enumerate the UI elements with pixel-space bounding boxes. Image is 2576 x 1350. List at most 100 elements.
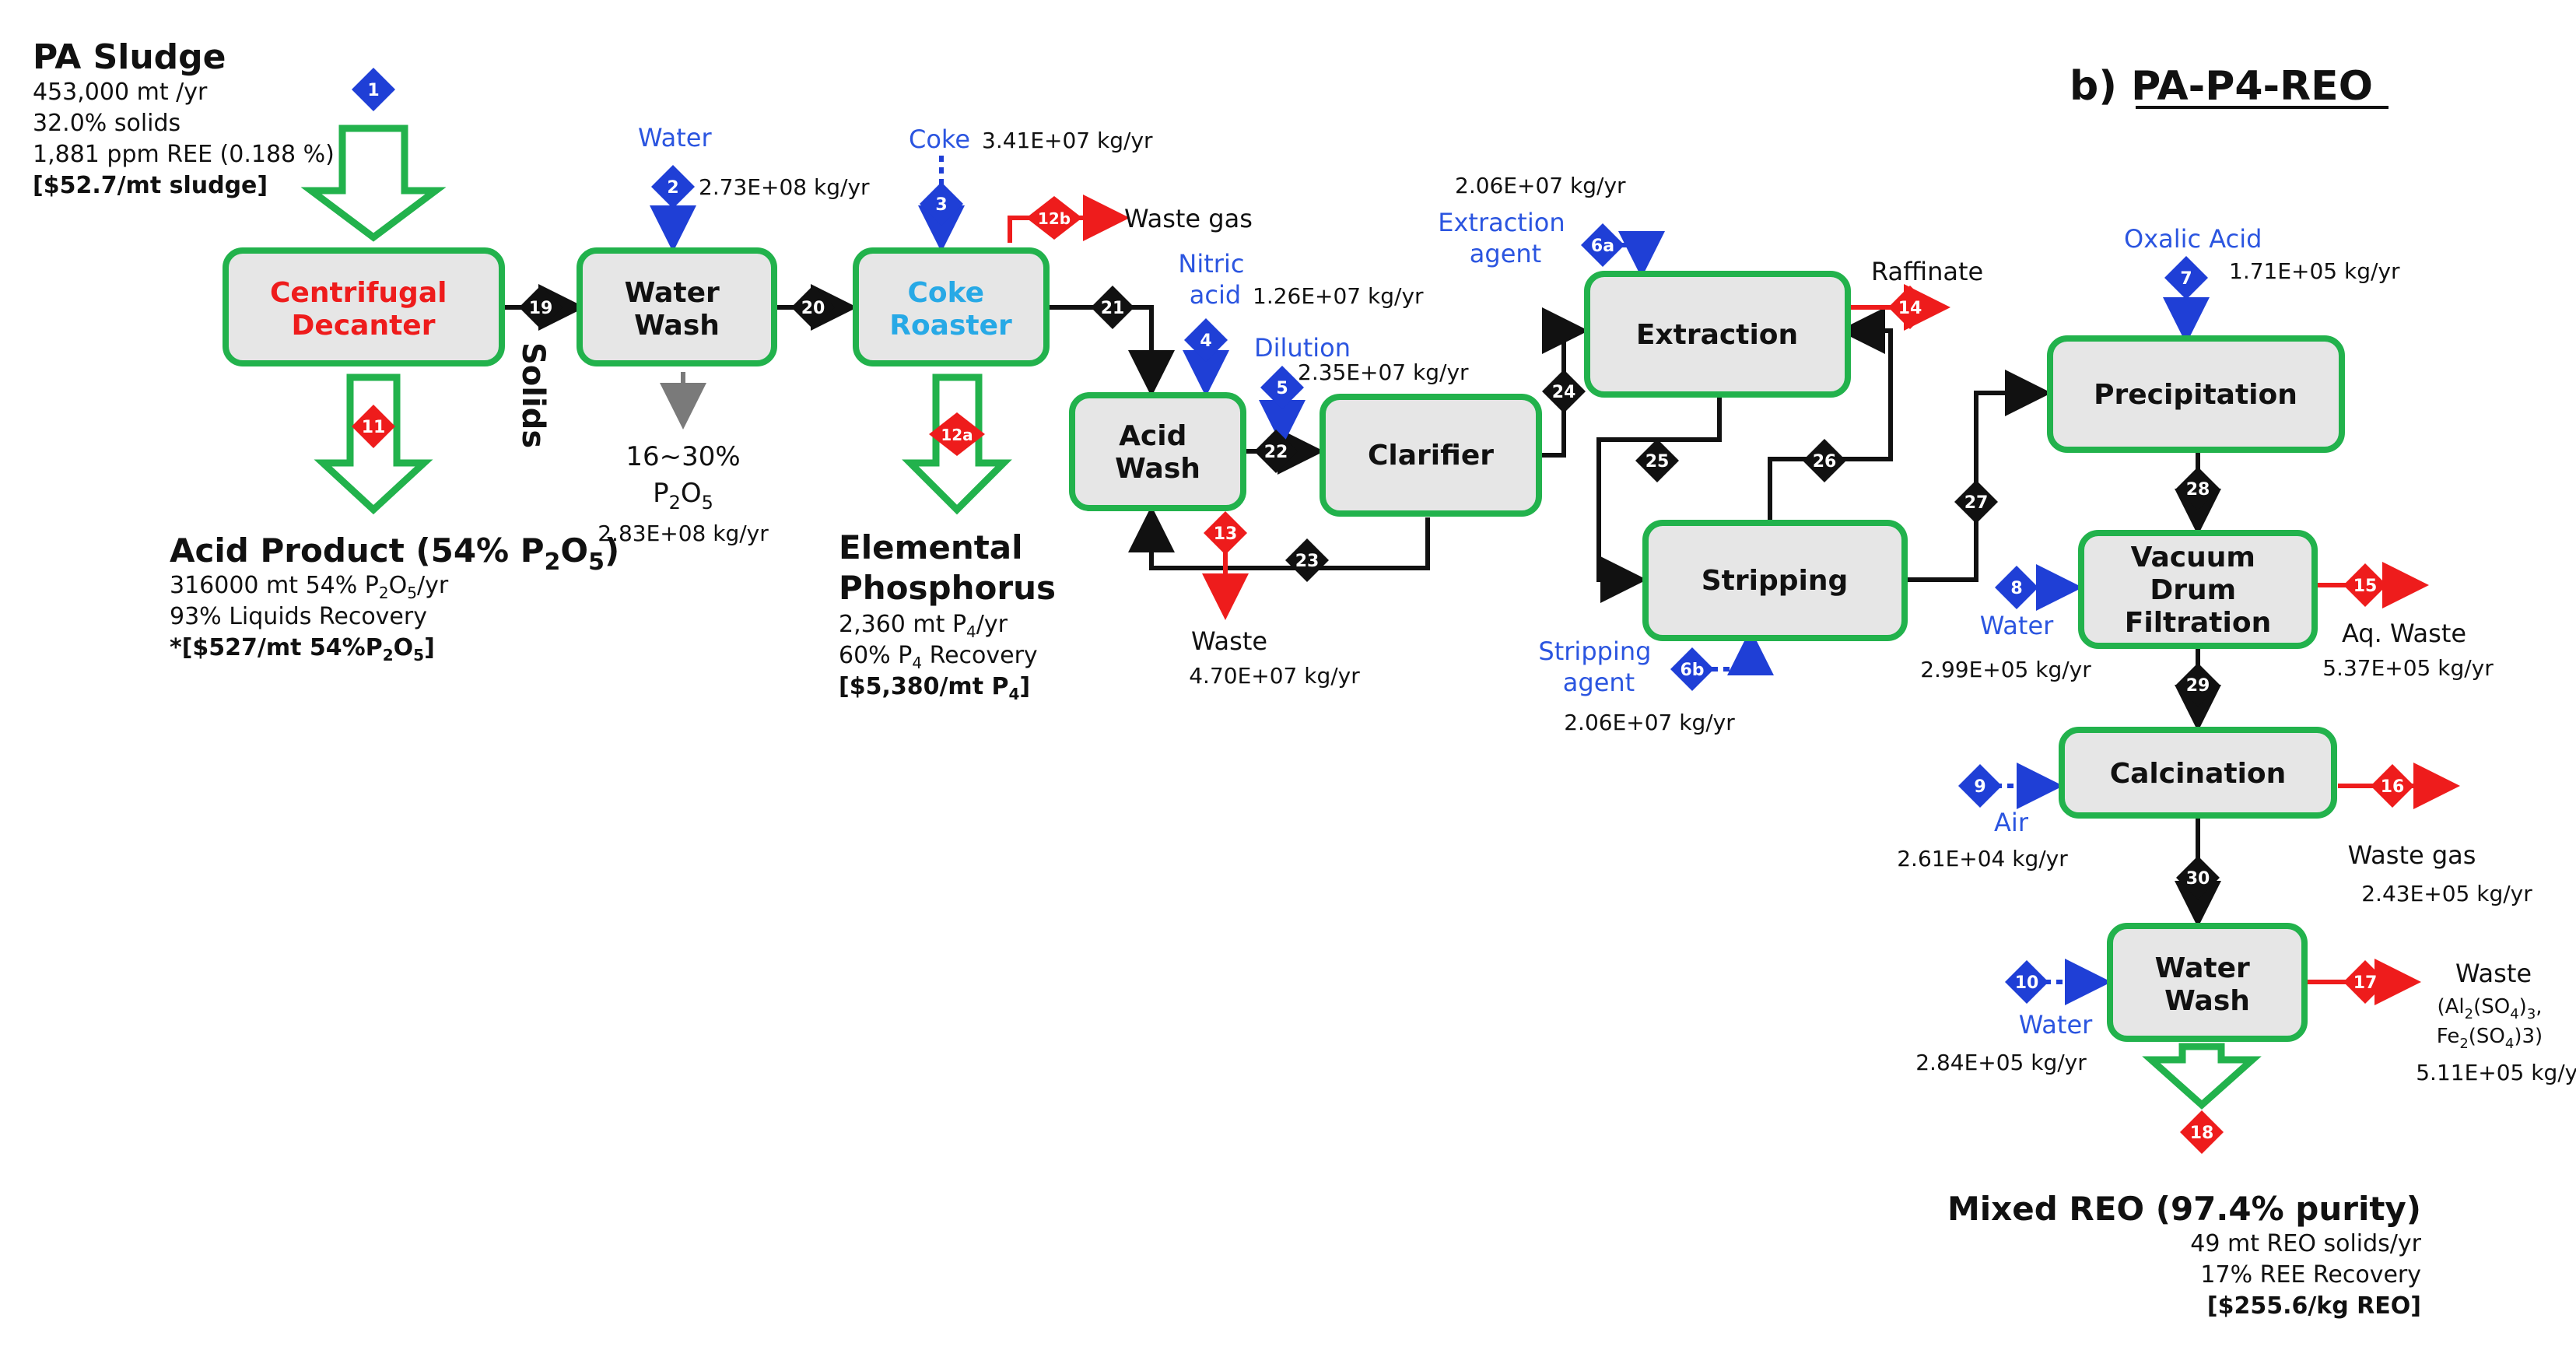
stream-marker-label: 13 (1214, 524, 1238, 544)
reo-price: [$255.6/kg REO] (2207, 1292, 2421, 1320)
feed-line-1: 453,000 mt /yr (33, 79, 208, 106)
stream-marker-label: 22 (1264, 443, 1288, 462)
stream-marker-diamond (1184, 318, 1228, 362)
stream-marker-diamond (920, 182, 963, 226)
vdf-line-2: Drum (2150, 574, 2236, 606)
box-calcination (2059, 727, 2337, 819)
waste-17-formula-1: (Al2(SO4)3, (2437, 995, 2542, 1022)
waste-17-formula-2: Fe2(SO4)3) (2437, 1025, 2543, 1052)
stream-marker-label: 3 (935, 195, 947, 215)
waste-gas-2-rate: 2.43E+05 kg/yr (2361, 881, 2532, 906)
line-stripping-agent-in (1712, 629, 1774, 675)
stream-marker-label: 18 (2190, 1124, 2214, 1143)
stream-marker-27: 27 (1954, 480, 1998, 524)
stream-marker-diamond (2176, 467, 2220, 510)
stream-marker-6b: 6b (1670, 647, 1714, 691)
stream-marker-12b: 12b (1026, 196, 1082, 240)
oxalic-rate: 1.71E+05 kg/yr (2229, 258, 2400, 284)
stream-marker-8: 8 (1995, 566, 2038, 609)
extraction-agent-label: Extraction agent (1438, 208, 1573, 268)
stream-marker-7: 7 (2164, 256, 2208, 300)
stream-marker-16: 16 (2371, 764, 2414, 808)
stream-marker-label: 30 (2186, 869, 2210, 889)
air-label: Air (1994, 808, 2029, 837)
label-stripping: Stripping (1702, 565, 1849, 597)
stripping-agent-rate: 2.06E+07 kg/yr (1564, 710, 1735, 735)
line-roaster-to-acid-wash (1046, 305, 1175, 397)
box-precipitation (2047, 335, 2345, 453)
raffinate-label: Raffinate (1871, 257, 1983, 286)
unit-labels: Centrifugal Decanter Water Wash Coke Roa… (270, 277, 2297, 1017)
water-10-label: Water (2019, 1010, 2093, 1040)
stream-marker-label: 20 (801, 299, 825, 318)
phosphorus-block: Elemental Phosphorus 2,360 mt P4/yr 60% … (839, 528, 1056, 703)
stream-marker-29: 29 (2176, 663, 2220, 707)
stream-marker-diamond (1995, 566, 2038, 609)
label-extraction: Extraction (1636, 319, 1798, 351)
unit-boxes (223, 247, 2345, 1042)
feed-price: [$52.7/mt sludge] (33, 172, 268, 199)
stream-marker-15: 15 (2343, 563, 2387, 607)
stream-marker-diamond (2164, 256, 2208, 300)
nitric-rate: 1.26E+07 kg/yr (1253, 283, 1424, 309)
nitric-line-2: acid (1190, 280, 1241, 310)
stream-marker-19: 19 (519, 286, 563, 329)
stream-marker-23: 23 (1285, 538, 1329, 582)
stream-marker-label: 7 (2180, 269, 2192, 289)
acid-product-line-2: 93% Liquids Recovery (170, 603, 427, 630)
stream-marker-21: 21 (1091, 286, 1134, 329)
stream-marker-diamond (1803, 439, 1846, 482)
stream-marker-20: 20 (791, 286, 835, 329)
phosphorus-name-1: Elemental (839, 528, 1023, 566)
p2o5-formula: P2O5 (653, 478, 713, 514)
wash2-line-1: Water (2155, 952, 2250, 984)
waste-gas-1-label: Waste gas (1124, 204, 1253, 233)
stream-marker-diamond (1026, 196, 1082, 240)
phosphorus-price: [$5,380/mt P4] (839, 673, 1030, 703)
label-clarifier: Clarifier (1368, 440, 1494, 472)
reo-line-2: 17% REE Recovery (2200, 1261, 2421, 1289)
line-waste-gas-1 (1008, 195, 1130, 243)
stream-marker-label: 19 (529, 299, 553, 318)
stream-marker-13: 13 (1204, 511, 1247, 555)
stream-marker-label: 10 (2015, 973, 2039, 993)
label-centrifugal-decanter: Centrifugal Decanter (270, 277, 457, 342)
stream-marker-label: 17 (2353, 973, 2378, 993)
stream-marker-label: 28 (2186, 480, 2210, 500)
dilution-label: Dilution (1254, 333, 1351, 363)
wash1-line-1: Water (625, 277, 720, 309)
stream-marker-label: 12b (1038, 209, 1071, 228)
acid-product-block: Acid Product (54% P2O5) 316000 mt 54% P2… (170, 531, 619, 664)
nitric-line-1: Nitric (1178, 249, 1244, 279)
acid-product-name: Acid Product (54% P2O5) (170, 531, 619, 576)
stream-marker-25: 25 (1635, 439, 1679, 482)
p2o5-range: 16~30% (626, 441, 740, 472)
box-acid-wash (1069, 392, 1246, 511)
box-centrifugal-decanter (223, 247, 505, 366)
aq-waste-rate: 5.37E+05 kg/yr (2322, 655, 2494, 681)
stream-marker-diamond (1260, 366, 1304, 409)
line-extraction-agent-in (1618, 231, 1665, 278)
p2o5-rate: 2.83E+08 kg/yr (598, 521, 769, 546)
water-10-rate: 2.84E+05 kg/yr (1915, 1050, 2087, 1075)
stream-marker-label: 5 (1276, 379, 1288, 398)
reo-line-1: 49 mt REO solids/yr (2190, 1230, 2421, 1257)
stream-marker-diamond (2343, 563, 2387, 607)
wash2-line-2: Wash (2164, 985, 2250, 1017)
coke-in-rate: 3.41E+07 kg/yr (982, 128, 1153, 153)
water-8-rate: 2.99E+05 kg/yr (1920, 657, 2091, 682)
stream-marker-26: 26 (1803, 439, 1846, 482)
stream-marker-24: 24 (1542, 370, 1586, 413)
line-extraction-to-stripping (1596, 397, 1722, 603)
stream-marker-diamond (1958, 764, 2002, 808)
acid-wash-line-2: Wash (1115, 453, 1200, 485)
stream-marker-label: 12a (941, 426, 973, 444)
stream-labels: Water 2.73E+08 kg/yr Coke 3.41E+07 kg/yr… (598, 123, 2576, 1085)
stream-marker-label: 21 (1101, 299, 1125, 318)
stream-marker-label: 6b (1680, 661, 1704, 680)
stream-marker-diamond (1091, 286, 1134, 329)
stream-marker-label: 15 (2353, 577, 2378, 596)
label-water-wash-1: Water Wash (625, 277, 730, 342)
